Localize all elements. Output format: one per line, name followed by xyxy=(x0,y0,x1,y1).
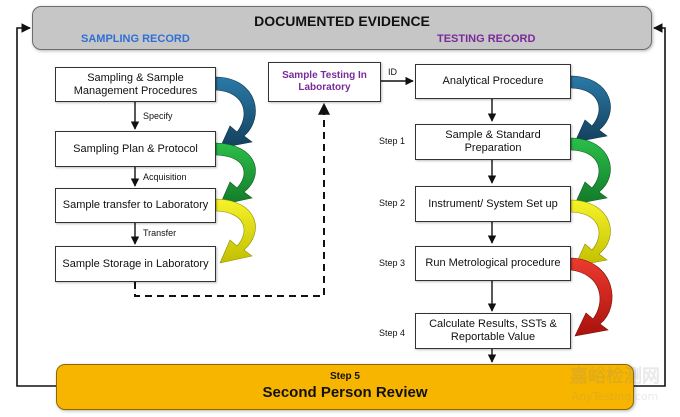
calculate-results-text: Calculate Results, SSTs & Reportable Val… xyxy=(429,318,557,343)
run-metrological-box: Run Metrological procedure xyxy=(415,246,571,281)
sample-standard-prep-text: Sample & Standard Preparation xyxy=(445,129,541,154)
testing-record-label: TESTING RECORD xyxy=(437,33,536,45)
dashed-link xyxy=(134,102,330,297)
sampling-plan-box: Sampling Plan & Protocol xyxy=(55,131,216,167)
sample-standard-prep-box: Sample & Standard Preparation xyxy=(415,124,571,160)
review-step-label: Step 5 xyxy=(329,371,360,382)
instrument-setup-box: Instrument/ System Set up xyxy=(415,186,571,222)
label-transfer: Transfer xyxy=(143,228,177,238)
curve-arrow-blue-sampling xyxy=(215,76,256,149)
sampling-procedures-box: Sampling & Sample Management Procedures xyxy=(55,67,216,102)
label-acquisition: Acquisition xyxy=(143,172,187,182)
sample-storage-box: Sample Storage in Laboratory xyxy=(55,246,216,282)
documented-evidence-title: DOCUMENTED EVIDENCE xyxy=(254,13,430,29)
calculate-results-box: Calculate Results, SSTs & Reportable Val… xyxy=(415,313,571,349)
curve-arrow-blue-testing xyxy=(570,75,611,143)
sample-storage-text: Sample Storage in Laboratory xyxy=(62,257,209,270)
sample-transfer-text: Sample transfer to Laboratory xyxy=(62,199,209,211)
label-step-2: Step 2 xyxy=(379,198,406,208)
curve-arrow-yellow-sampling xyxy=(215,198,256,264)
watermark-logo: 嘉峪检测网 AnyTesting.com xyxy=(569,365,660,403)
label-id: ID xyxy=(388,67,397,77)
label-specify: Specify xyxy=(143,111,173,121)
instrument-setup-text: Instrument/ System Set up xyxy=(428,197,558,210)
review-title: Second Person Review xyxy=(262,384,428,401)
label-step-1: Step 1 xyxy=(379,136,406,146)
sampling-plan-text: Sampling Plan & Protocol xyxy=(73,142,198,155)
sampling-record-label: SAMPLING RECORD xyxy=(81,33,190,45)
run-metrological-text: Run Metrological procedure xyxy=(425,257,561,269)
svg-text:AnyTesting.com: AnyTesting.com xyxy=(572,390,659,403)
feedback-loop-left xyxy=(16,23,56,387)
feedback-loop-right xyxy=(634,23,666,387)
analytical-procedure-box: Analytical Procedure xyxy=(415,64,571,99)
curve-arrow-yellow-testing xyxy=(570,199,611,267)
second-person-review-banner: Step 5 Second Person Review xyxy=(56,364,634,410)
sample-transfer-box: Sample transfer to Laboratory xyxy=(55,188,216,223)
curve-arrow-red-testing xyxy=(570,257,613,337)
analytical-procedure-text: Analytical Procedure xyxy=(442,75,544,87)
documented-evidence-banner: DOCUMENTED EVIDENCE SAMPLING RECORD TEST… xyxy=(32,6,652,50)
label-step-3: Step 3 xyxy=(379,258,406,268)
svg-text:嘉峪检测网: 嘉峪检测网 xyxy=(569,365,660,387)
label-step-4: Step 4 xyxy=(379,328,406,338)
sample-testing-box: Sample Testing In Laboratory xyxy=(268,62,381,102)
sampling-procedures-text: Sampling & Sample Management Procedures xyxy=(73,71,198,97)
sample-testing-text: Sample Testing In Laboratory xyxy=(282,70,367,93)
curve-arrow-green-testing xyxy=(570,137,611,205)
curve-arrow-green-sampling xyxy=(215,142,256,206)
